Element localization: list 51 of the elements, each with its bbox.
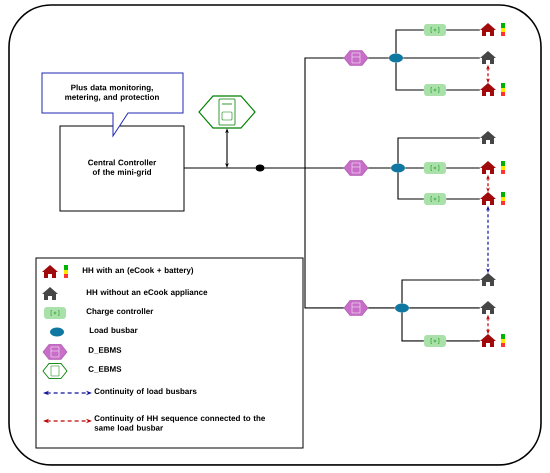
connector-line	[446, 89, 480, 91]
house-icon	[480, 23, 505, 36]
connector-line	[409, 307, 480, 309]
legend-text: HH with an (eCook + battery)	[82, 267, 194, 275]
connector-line	[397, 172, 424, 200]
connector-line	[446, 29, 480, 31]
busbar-dot	[395, 303, 409, 312]
connector-line	[395, 29, 424, 54]
connector-line	[368, 307, 395, 309]
connector-line	[405, 167, 424, 169]
house-icon	[480, 161, 505, 174]
controller-box: Central Controller of the mini-grid	[60, 126, 184, 212]
connector-line	[401, 279, 480, 304]
legend-text: Continuity of load busbars	[94, 388, 197, 396]
house-icon	[480, 273, 496, 286]
connector-line	[401, 312, 424, 342]
house-icon	[480, 192, 505, 205]
legend-text: Load busbar	[90, 327, 138, 334]
junction-dot	[256, 164, 264, 172]
connector-line	[368, 57, 389, 59]
busbar-dot	[389, 54, 403, 62]
hexagon-icon	[344, 160, 368, 176]
hexagon-icon	[344, 300, 368, 316]
legend-text: Continuity of HH sequence connected to the same load busbar	[94, 415, 266, 431]
connector-line	[264, 167, 344, 309]
connector-line	[446, 340, 480, 342]
connector-line	[403, 57, 480, 59]
connector-line	[397, 137, 480, 164]
busbar-dot	[391, 164, 405, 172]
legend-text: D_EBMS	[88, 347, 122, 354]
legend-text: C_EBMS	[88, 366, 122, 373]
house-icon	[480, 300, 496, 314]
charge-controller-icon	[424, 84, 446, 96]
charge-controller-icon	[424, 162, 446, 174]
connector-line	[446, 167, 480, 169]
charge-controller-icon	[424, 193, 446, 205]
connector-line	[184, 167, 256, 169]
house-icon	[480, 334, 505, 347]
legend-text: Charge controller	[86, 308, 154, 316]
hexagon-icon	[198, 95, 256, 129]
charge-controller-icon	[424, 334, 446, 347]
callout-box: Plus data monitoring, metering, and protection	[42, 72, 184, 138]
legend-text: HH without an eCook appliance	[86, 289, 208, 297]
connector-line	[395, 62, 424, 91]
house-icon	[480, 51, 496, 64]
hexagon-icon	[344, 50, 368, 66]
house-icon	[480, 83, 505, 96]
connector-line	[446, 198, 480, 200]
house-icon	[480, 131, 496, 144]
connector-line	[368, 167, 391, 169]
charge-controller-icon	[424, 24, 446, 36]
